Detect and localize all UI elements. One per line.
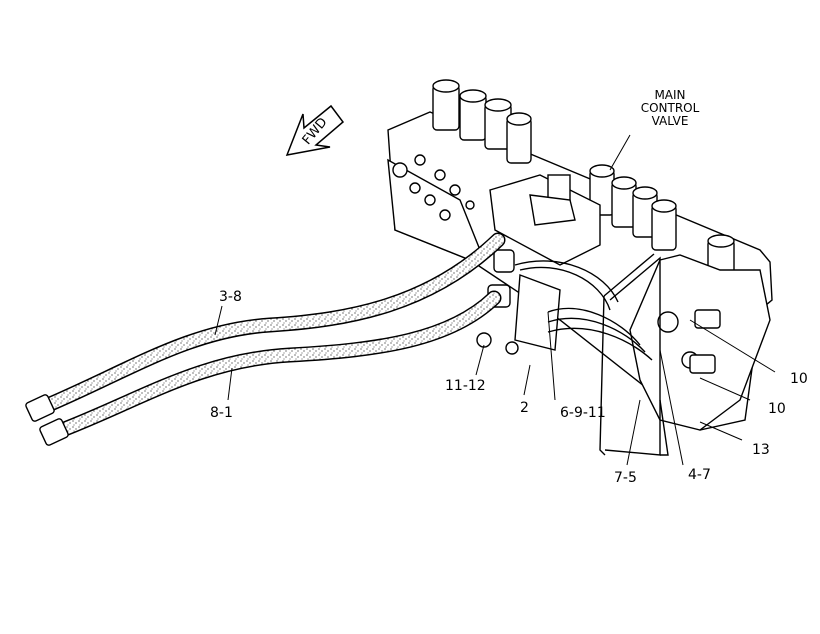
main-control-valve-label: MAIN CONTROL VALVE: [630, 89, 710, 128]
valve-spools: [432, 79, 735, 281]
main-label-line3: VALVE: [651, 114, 689, 128]
callout-3-8: 3-8: [219, 289, 242, 305]
main-label-line2: CONTROL: [640, 101, 700, 115]
main-control-valve: [387, 79, 773, 431]
fwd-arrow: [285, 104, 345, 156]
callout-10-lower: 10: [768, 401, 786, 417]
callout-13: 13: [752, 442, 770, 458]
hose-lower: [39, 290, 502, 446]
hose-upper: [25, 232, 506, 422]
callout-10-upper: 10: [790, 371, 808, 387]
leader-lines: [214, 134, 776, 466]
callout-4-7: 4-7: [688, 467, 711, 483]
main-label-line1: MAIN: [654, 88, 686, 102]
callout-8-1: 8-1: [210, 405, 233, 421]
callout-6-9-11: 6-9-11: [560, 405, 606, 421]
callout-11-12: 11-12: [445, 378, 486, 394]
callout-2: 2: [520, 400, 529, 416]
tube-lines: [514, 260, 653, 361]
mounting-plate: [599, 253, 669, 456]
callout-7-5: 7-5: [614, 470, 637, 486]
